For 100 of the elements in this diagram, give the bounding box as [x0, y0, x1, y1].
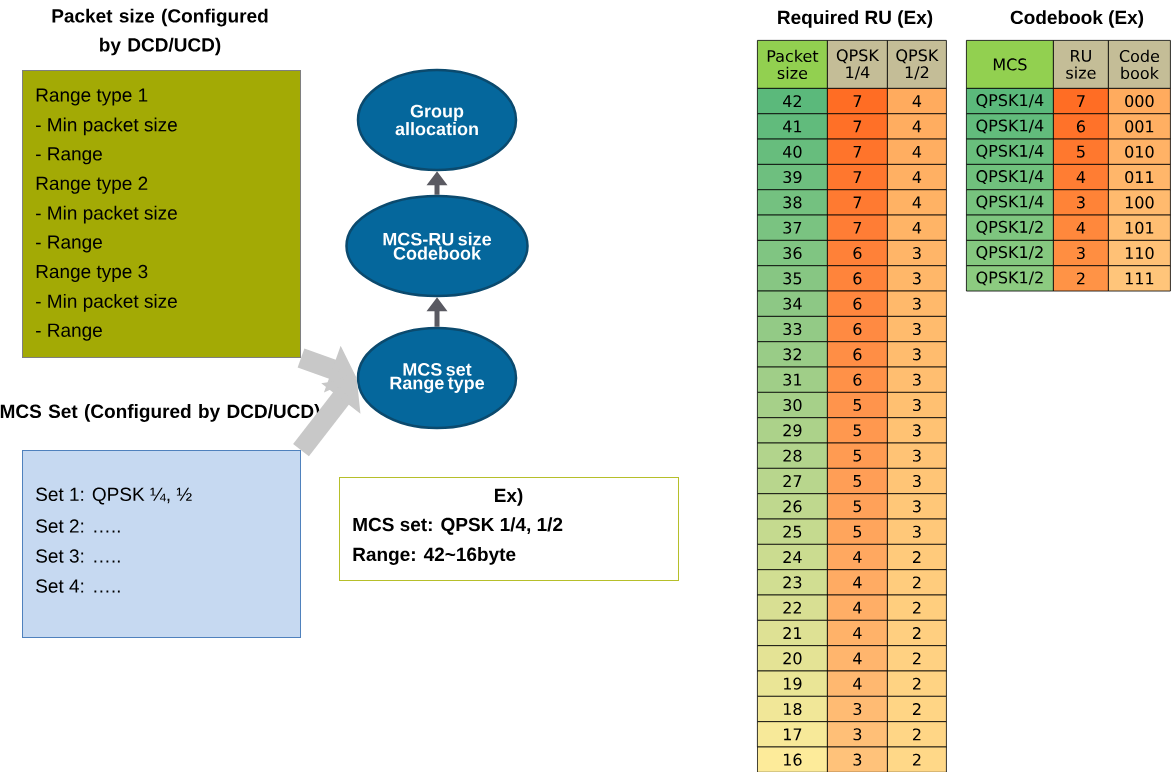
note-text: Range: 42~16byte: [353, 547, 516, 565]
table-cell: 3: [827, 721, 888, 748]
table-cell: 2: [887, 721, 947, 748]
table-cell: 3: [887, 467, 947, 495]
table-title: Required RU (Ex): [778, 10, 933, 28]
table-cell: 26: [757, 493, 828, 520]
table-cell: 7: [1053, 88, 1109, 115]
table-cell: 29: [757, 417, 828, 444]
table-cell: 32: [757, 341, 828, 368]
table-cell: 5: [827, 442, 888, 469]
table-cell: 000: [1108, 88, 1171, 115]
table-cell: 3: [887, 290, 947, 317]
table-cell: 011: [1108, 164, 1171, 191]
table-cell: 5: [827, 467, 888, 495]
table-cell: QPSK1/4: [966, 113, 1054, 140]
box-heading: Packet size (Configured by DCD/UCD): [52, 8, 268, 56]
list-item: - Min packet size: [36, 117, 177, 136]
table-cell: 3: [887, 240, 947, 267]
table-cell: QPSK 1/4: [827, 40, 888, 89]
table-cell: 2: [887, 594, 947, 621]
table-cell: 2: [887, 670, 947, 697]
table-cell: 5: [827, 518, 888, 545]
table-cell: 22: [757, 594, 828, 621]
note-heading: Ex): [495, 488, 523, 506]
table-cell: 4: [827, 594, 888, 621]
table-cell: 6: [827, 290, 888, 317]
table-cell: QPSK1/4: [966, 138, 1054, 165]
table-cell: 010: [1108, 138, 1171, 165]
list-item: Set 3: …..: [36, 549, 120, 563]
table-cell: 6: [827, 366, 888, 393]
table-cell: 24: [757, 543, 828, 571]
table-cell: 3: [887, 442, 947, 469]
table-cell: 7: [827, 88, 888, 115]
table-cell: 111: [1108, 265, 1171, 292]
table-cell: QPSK1/4: [966, 164, 1054, 191]
table-cell: 18: [757, 695, 828, 723]
table-title: Codebook (Ex): [1010, 10, 1144, 28]
list-item: - Range: [36, 235, 102, 253]
table-cell: MCS: [966, 40, 1054, 89]
table-cell: 5: [827, 391, 888, 419]
table-cell: 7: [827, 164, 888, 191]
table-cell: 34: [757, 290, 828, 317]
table-cell: RU size: [1053, 40, 1109, 89]
table-cell: 6: [827, 316, 888, 343]
table-cell: 2: [887, 746, 947, 772]
table-cell: QPSK1/2: [966, 265, 1054, 292]
table-cell: 19: [757, 670, 828, 697]
table-cell: 37: [757, 214, 828, 241]
box-heading: MCS Set (Configured by DCD/UCD): [0, 404, 320, 422]
table-cell: 101: [1108, 214, 1171, 241]
table-cell: 4: [827, 670, 888, 697]
table-cell: 100: [1108, 189, 1171, 216]
list-item: Set 1: QPSK ¼, ½: [36, 487, 192, 505]
table-cell: 4: [827, 645, 888, 672]
table-cell: 4: [827, 543, 888, 571]
list-item: - Min packet size: [36, 205, 177, 224]
table-cell: Packet size: [757, 40, 828, 89]
table-cell: 110: [1108, 240, 1171, 267]
table-cell: 4: [887, 138, 947, 165]
table-cell: 35: [757, 265, 828, 292]
table-cell: 20: [757, 645, 828, 672]
table-cell: 4: [887, 88, 947, 115]
table-cell: QPSK1/2: [966, 214, 1054, 241]
table-cell: 2: [887, 569, 947, 596]
table-cell: 2: [887, 619, 947, 647]
table-cell: 4: [827, 569, 888, 596]
table-cell: 3: [887, 366, 947, 393]
table-cell: 41: [757, 113, 828, 140]
table-cell: 3: [887, 518, 947, 545]
table-cell: 21: [757, 619, 828, 647]
table-cell: 6: [827, 240, 888, 267]
list-item: Set 2: …..: [36, 519, 120, 533]
note-text: MCS set: QPSK 1/4, 1/2: [353, 517, 563, 535]
table-cell: 4: [1053, 164, 1109, 191]
table-cell: 3: [887, 316, 947, 343]
table-cell: QPSK 1/2: [887, 40, 947, 89]
table-cell: 17: [757, 721, 828, 748]
table-cell: 27: [757, 467, 828, 495]
table-cell: 16: [757, 746, 828, 772]
table-cell: 42: [757, 88, 828, 115]
table-cell: 3: [1053, 240, 1109, 267]
table-cell: 40: [757, 138, 828, 165]
table-cell: 4: [1053, 214, 1109, 241]
table-cell: 25: [757, 518, 828, 545]
table-cell: 2: [887, 543, 947, 571]
list-item: - Min packet size: [36, 293, 177, 312]
table-cell: 5: [827, 417, 888, 444]
list-item: - Range: [36, 323, 102, 341]
table-cell: 3: [827, 746, 888, 772]
table-cell: 3: [1053, 189, 1109, 216]
table-cell: 3: [887, 341, 947, 368]
table-cell: 3: [887, 265, 947, 292]
table-cell: 2: [887, 695, 947, 723]
table-cell: 3: [887, 493, 947, 520]
table-cell: 39: [757, 164, 828, 191]
table-cell: 5: [1053, 138, 1109, 165]
table-cell: 4: [887, 164, 947, 191]
table-cell: 3: [827, 695, 888, 723]
table-cell: 7: [827, 113, 888, 140]
table-cell: QPSK1/4: [966, 189, 1054, 216]
